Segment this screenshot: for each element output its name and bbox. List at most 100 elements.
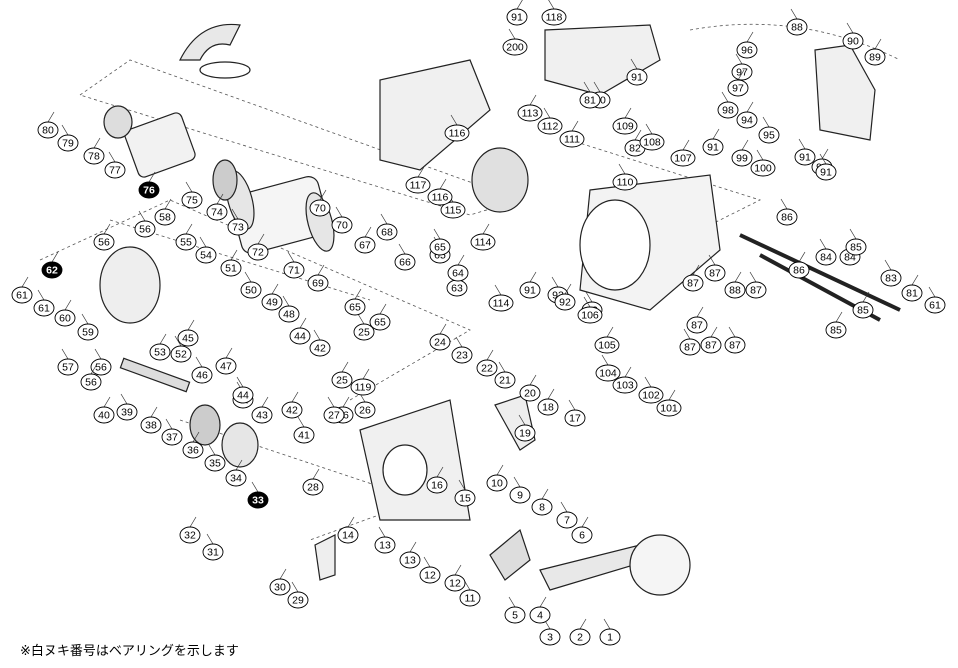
callout-number: 31 [207, 547, 219, 559]
part-callout-74: 74 [206, 193, 228, 221]
part-callout-97: 97 [727, 69, 749, 97]
leader-line [195, 356, 203, 368]
leader-line [712, 128, 720, 140]
callout-number: 18 [542, 402, 554, 414]
leader-line [606, 326, 614, 338]
part-callout-18: 18 [537, 388, 559, 416]
part-callout-118: 118 [541, 0, 567, 26]
leader-line [299, 317, 307, 329]
part-callout-36: 36 [182, 431, 204, 459]
callout-bubble [579, 91, 601, 109]
leader-line [230, 249, 238, 261]
callout-bubble [704, 264, 726, 282]
leader-line [347, 516, 355, 528]
callout-bubble [559, 130, 585, 148]
callout-number: 106 [581, 310, 599, 322]
callout-number: 91 [631, 72, 643, 84]
callout-bubble [717, 101, 739, 119]
part-callout-81: 81 [579, 81, 601, 109]
leader-line [417, 166, 425, 178]
callout-bubble [517, 104, 543, 122]
part-callout-79: 79 [57, 124, 79, 152]
callout-bubble [41, 261, 63, 279]
callout-number: 77 [109, 165, 121, 177]
part-callout-86: 86 [776, 198, 798, 226]
callout-number: 80 [42, 125, 54, 137]
callout-number: 86 [781, 212, 793, 224]
callout-bubble [405, 176, 431, 194]
callout-number: 12 [424, 570, 436, 582]
callout-number: 84 [844, 252, 856, 264]
leader-line [433, 228, 441, 240]
leader-line [61, 348, 69, 360]
callout-bubble [537, 117, 563, 135]
leader-line [103, 223, 111, 235]
leader-line [529, 271, 537, 283]
callout-bubble [206, 203, 228, 221]
leader-line [518, 414, 526, 426]
part-callout-66: 66 [394, 243, 416, 271]
leader-line [624, 366, 632, 378]
part-callout-91: 91 [626, 58, 648, 86]
leader-line [164, 198, 172, 210]
part-callout-102: 102 [638, 376, 664, 404]
callout-bubble [90, 358, 112, 376]
part-callout-83: 83 [880, 259, 902, 287]
part-callout-90: 90 [842, 22, 864, 50]
leader-line [291, 581, 299, 593]
leader-line [297, 416, 305, 428]
callout-number: 40 [98, 410, 110, 422]
part-callout-70: 70 [309, 189, 331, 217]
callout-bubble [825, 321, 847, 339]
leader-line [529, 374, 537, 386]
leader-line [798, 251, 806, 263]
callout-bubble [331, 216, 353, 234]
callout-bubble [302, 478, 324, 496]
callout-number: 66 [399, 257, 411, 269]
leader-line [529, 94, 537, 106]
callout-bubble [426, 476, 448, 494]
part-callout-87: 87 [724, 326, 746, 354]
callout-number: 118 [546, 12, 563, 24]
callout-number: 92 [559, 297, 571, 309]
leader-line [282, 295, 290, 307]
callout-number: 55 [180, 237, 192, 249]
leader-line [710, 326, 718, 338]
callout-number: 65 [434, 242, 446, 254]
part-callout-14: 14 [337, 516, 359, 544]
part-callout-30: 30 [269, 568, 291, 596]
callout-number: 116 [432, 192, 449, 204]
part-callout-40: 40 [93, 396, 115, 424]
callout-number: 70 [336, 220, 348, 232]
part-callout-25: 25 [331, 361, 353, 389]
callout-bubble [454, 489, 476, 507]
leader-line [579, 618, 587, 630]
leader-line [51, 251, 59, 263]
part-callout-7: 7 [556, 501, 578, 529]
leader-line [721, 91, 729, 103]
callout-bubble [37, 121, 59, 139]
callout-bubble [488, 294, 514, 312]
leader-line [436, 466, 444, 478]
callout-number: 79 [62, 138, 74, 150]
callout-bubble [83, 147, 105, 165]
callout-bubble [506, 8, 528, 26]
callout-bubble [177, 329, 199, 347]
callout-number: 21 [499, 375, 511, 387]
part-callout-2: 2 [569, 618, 591, 646]
callout-number: 200 [506, 42, 524, 54]
leader-line [571, 120, 579, 132]
callout-bubble [682, 274, 704, 292]
callout-bubble [247, 491, 269, 509]
callout-bubble [215, 357, 237, 375]
leader-line [884, 259, 892, 271]
callout-bubble [736, 111, 758, 129]
part-callout-55: 55 [175, 223, 197, 251]
callout-number: 97 [732, 83, 744, 95]
callout-bubble [571, 526, 593, 544]
callout-number: 4 [537, 610, 543, 622]
leader-line [342, 396, 350, 408]
part-callout-91: 91 [506, 0, 528, 26]
callout-number: 56 [139, 224, 151, 236]
part-callout-1: 1 [599, 618, 621, 646]
